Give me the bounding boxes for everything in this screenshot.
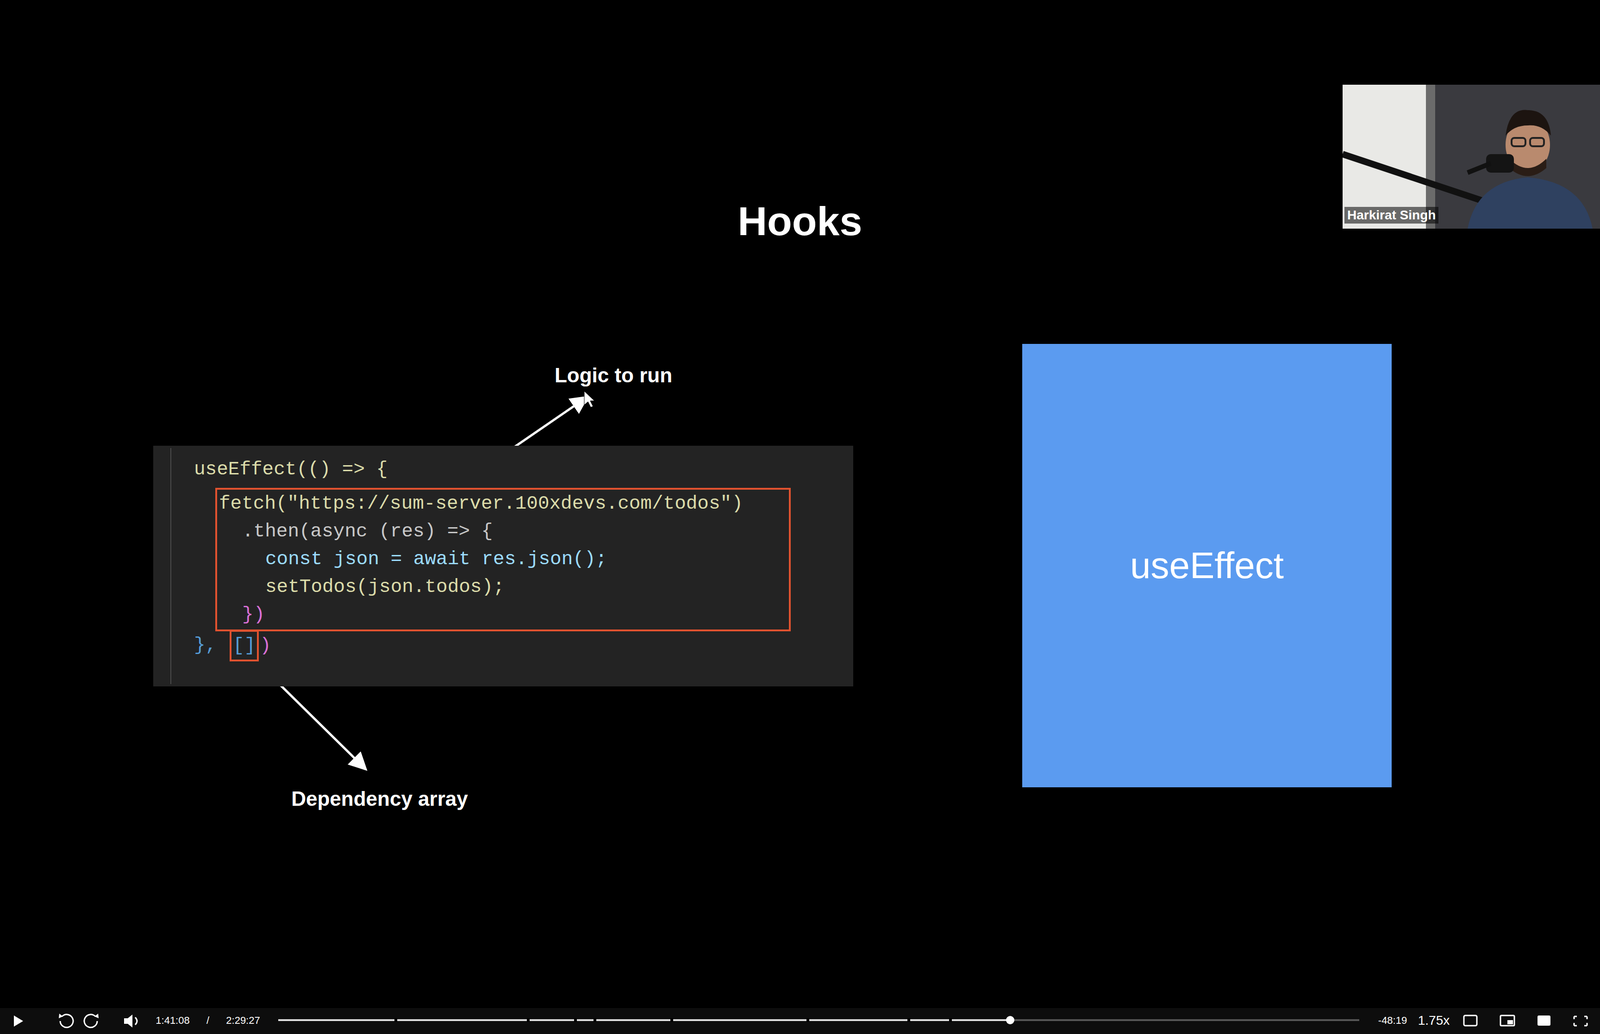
code-line: },: [193, 631, 217, 660]
useeffect-box: useEffect: [1022, 343, 1392, 788]
webcam-thumbnail: Harkirat Singh: [1342, 84, 1600, 229]
time-total: 2:29:27: [225, 1014, 260, 1027]
code-line: []: [232, 631, 256, 660]
annotation-label: Logic to run: [554, 363, 673, 388]
code-line: }): [242, 600, 265, 629]
time-separator: /: [206, 1014, 210, 1027]
logic-highlight-box: fetch("https://sum-server.100xdevs.com/t…: [215, 487, 791, 632]
code-line: .then(async (res) => {: [242, 517, 493, 546]
code-line: fetch("https://sum-server.100xdevs.com/t…: [218, 489, 744, 518]
code-line: const json = await res.json();: [265, 545, 607, 574]
code-line: setTodos(json.todos);: [265, 573, 505, 601]
code-line: ): [259, 631, 272, 660]
dependency-highlight-box: []: [229, 630, 259, 662]
code-line: useEffect(() => {: [193, 455, 388, 484]
annotation-label: Dependency array: [291, 787, 469, 811]
box-label: useEffect: [1130, 544, 1284, 588]
time-remaining: -48:19: [1378, 1014, 1407, 1027]
code-panel: useEffect(() => {},) fetch("https://sum-s…: [153, 445, 854, 687]
code-panel-guide: [170, 448, 172, 685]
time-current: 1:41:08: [155, 1014, 190, 1027]
slide-title: Hooks: [737, 197, 863, 245]
playback-speed: 1.75x: [1418, 1013, 1450, 1029]
name-label: Harkirat Singh: [1344, 206, 1439, 224]
